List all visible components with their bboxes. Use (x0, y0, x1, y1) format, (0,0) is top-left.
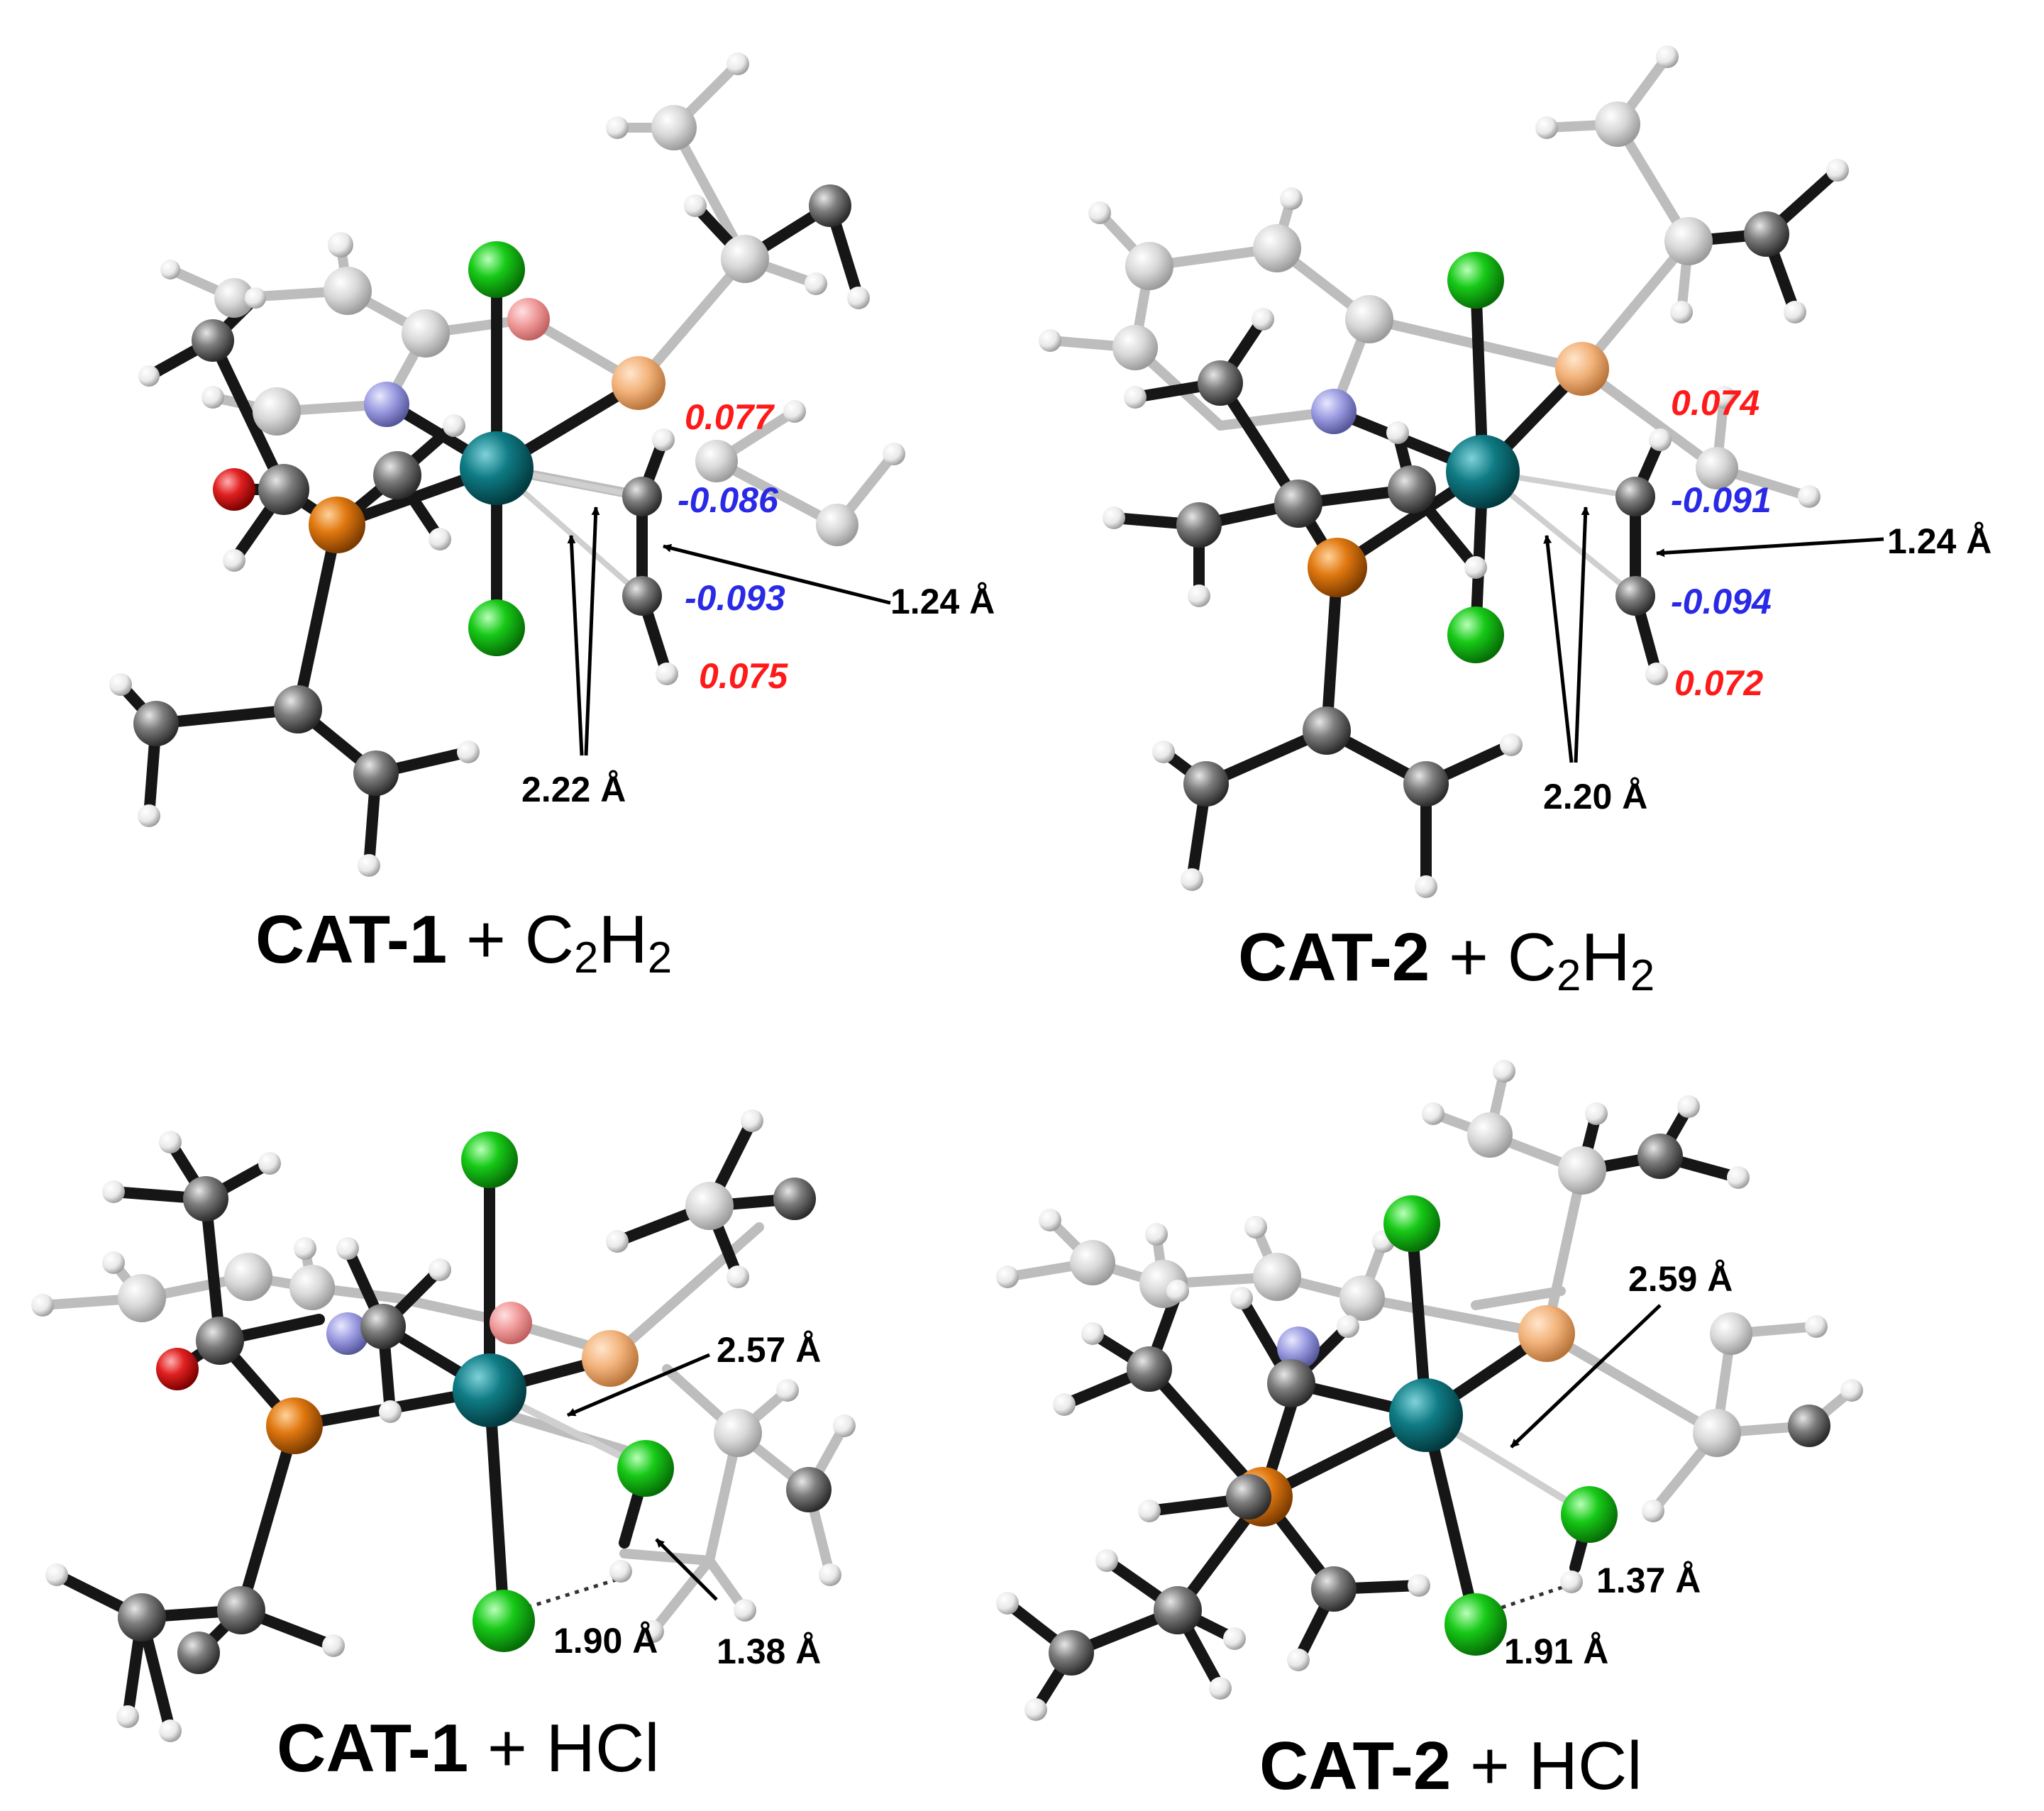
caption-plus: + (1469, 1728, 1510, 1804)
h-cl-bond-length: 1.37 Å (1596, 1561, 1701, 1600)
caption-cat1-hcl: CAT-1 + HCl (277, 1710, 660, 1788)
arrow-h-cl-bond (655, 1538, 718, 1601)
charge-c-top: -0.091 (1671, 480, 1772, 520)
arrow-ru-cl-distance (1510, 1304, 1662, 1449)
charge-c-h-top: 0.077 (685, 397, 775, 437)
caption-adsorbate: C2H2 (524, 902, 673, 982)
panel-cat1-c2h2: 0.077 -0.086 -0.093 0.075 1.24 Å 2.22 Å (109, 52, 995, 877)
caption-cat2-c2h2: CAT-2 + C2H2 (1238, 919, 1655, 1000)
caption-catalyst: CAT-1 (255, 902, 448, 978)
caption-adsorbate: HCl (546, 1710, 660, 1786)
ru-c-distance: 2.20 Å (1543, 777, 1647, 816)
arrow-ru-c-distance (567, 535, 584, 756)
ru-cl-distance: 2.59 Å (1628, 1259, 1733, 1299)
caption-plus: + (487, 1710, 527, 1786)
charge-c-bottom: -0.094 (1671, 582, 1772, 621)
arrow-ru-c-distance-2 (1574, 506, 1590, 763)
atoms (1039, 45, 1849, 898)
arrow-cc-bond (663, 543, 891, 605)
panel-cat1-hcl: 2.57 Å 1.90 Å 1.38 Å (31, 1109, 856, 1742)
panel-cat2-hcl: 2.59 Å 1.37 Å 1.91 Å (996, 1060, 1863, 1721)
ru-c-distance: 2.22 Å (521, 770, 626, 809)
caption-plus: + (1448, 919, 1488, 995)
caption-cat1-c2h2: CAT-1 + C2H2 (255, 901, 673, 982)
h-cl-hbond-length: 1.91 Å (1504, 1632, 1608, 1671)
h-cl-bond-length: 1.38 Å (717, 1632, 821, 1671)
charge-c-h-bottom: 0.075 (699, 656, 788, 696)
h-cl-hbond-length: 1.90 Å (553, 1621, 658, 1661)
arrow-cc-bond (1656, 537, 1884, 558)
ru-cl-distance: 2.57 Å (717, 1330, 821, 1370)
charge-c-bottom: -0.093 (685, 578, 785, 618)
molecule-cat1-hcl (31, 1109, 856, 1742)
caption-catalyst: CAT-1 (277, 1710, 469, 1786)
caption-adsorbate: C2H2 (1507, 919, 1655, 1000)
charge-c-h-bottom: 0.072 (1674, 663, 1763, 703)
arrow-ru-c-distance-2 (584, 506, 600, 756)
atoms (31, 1109, 856, 1742)
atoms (996, 1060, 1863, 1721)
caption-plus: + (465, 902, 506, 978)
charge-c-h-top: 0.074 (1671, 383, 1760, 423)
panel-cat2-c2h2: 0.074 -0.091 -0.094 0.072 1.24 Å 2.20 Å (1039, 45, 1991, 898)
charge-c-top: -0.086 (678, 480, 779, 520)
arrow-ru-cl-distance (567, 1353, 710, 1417)
cc-bond-length: 1.24 Å (1887, 521, 1991, 561)
caption-catalyst: CAT-2 (1238, 919, 1430, 995)
molecule-cat2-c2h2 (1039, 45, 1849, 898)
caption-catalyst: CAT-2 (1259, 1728, 1452, 1804)
molecule-cat2-hcl (996, 1060, 1863, 1721)
cc-bond-length: 1.24 Å (890, 582, 995, 621)
arrow-ru-c-distance (1543, 535, 1574, 763)
caption-adsorbate: HCl (1528, 1728, 1642, 1804)
caption-cat2-hcl: CAT-2 + HCl (1259, 1727, 1642, 1805)
atoms (109, 52, 905, 877)
molecule-cat1-c2h2 (109, 52, 905, 877)
